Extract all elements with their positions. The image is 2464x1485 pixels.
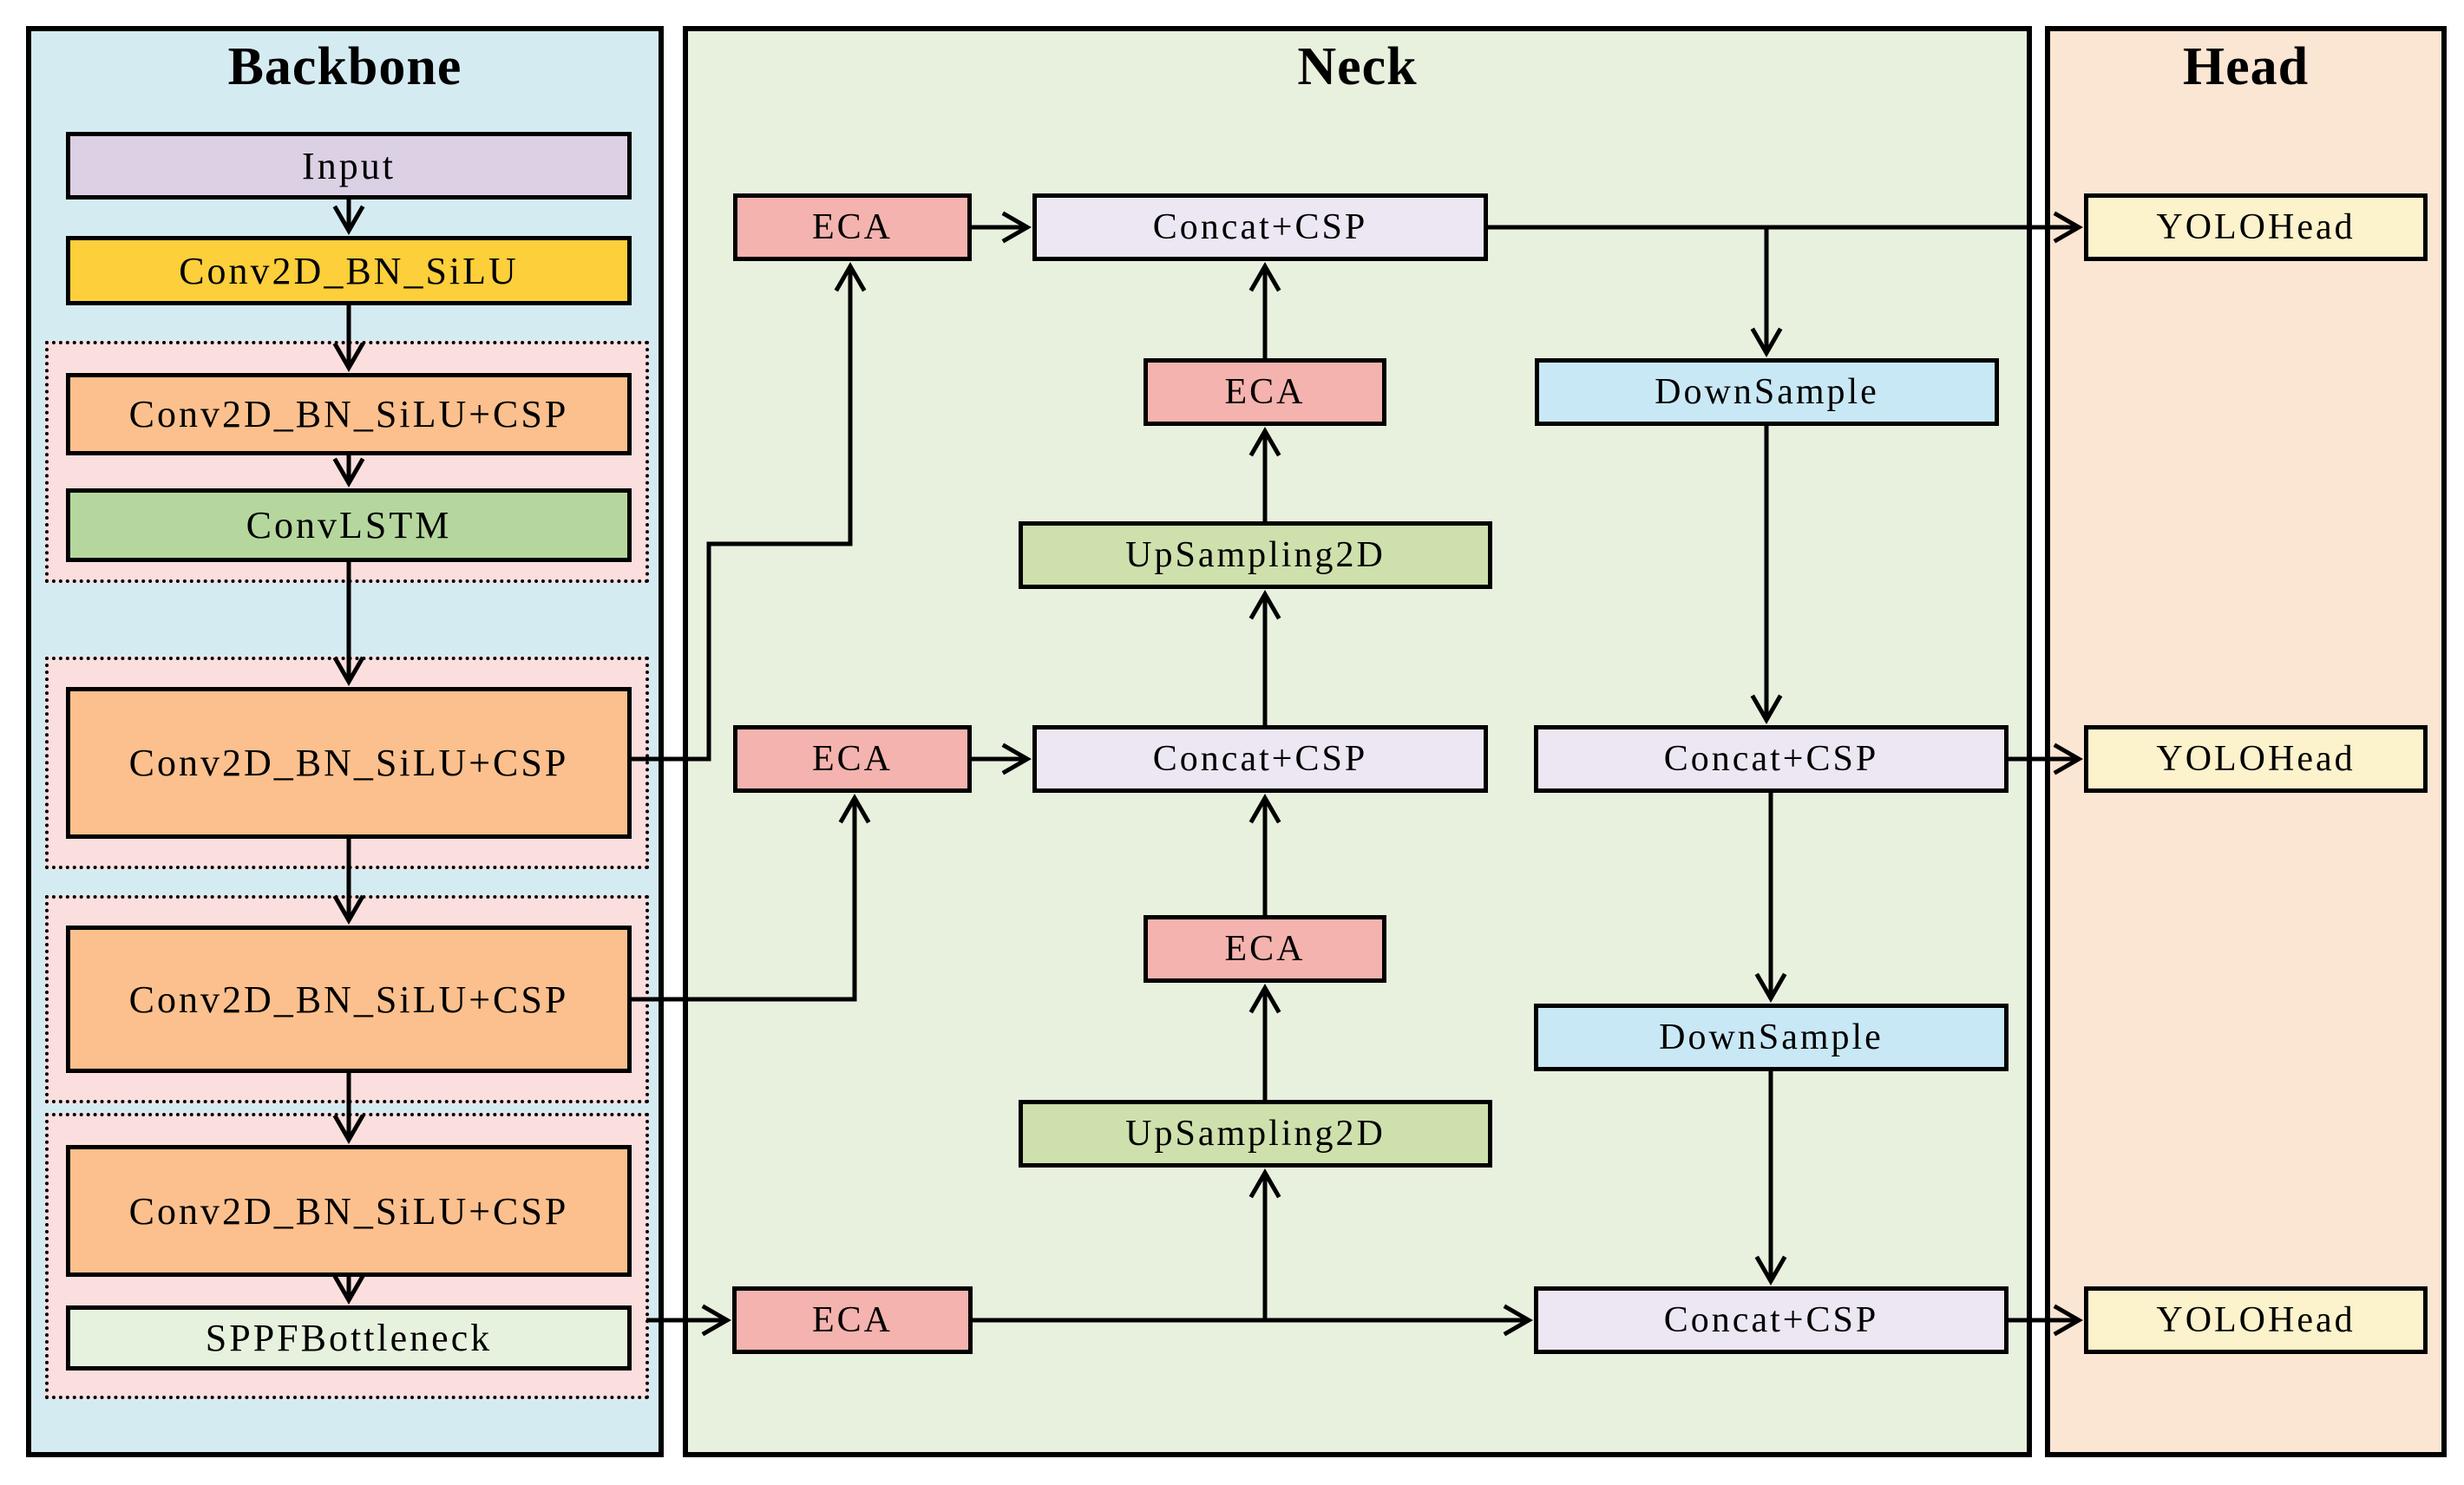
- box-csp-stage-3: Conv2D_BN_SiLU+CSP: [66, 926, 632, 1073]
- box-eca-middle: ECA: [733, 725, 972, 793]
- box-input: Input: [66, 132, 632, 200]
- box-convlstm: ConvLSTM: [66, 488, 632, 562]
- box-downsample-upper: DownSample: [1535, 358, 1999, 426]
- box-eca-mid-lower: ECA: [1144, 915, 1386, 983]
- box-csp-stage-1: Conv2D_BN_SiLU+CSP: [66, 373, 632, 455]
- box-yolohead-middle: YOLOHead: [2084, 725, 2428, 793]
- head-title: Head: [2182, 36, 2310, 96]
- box-csp-stage-2: Conv2D_BN_SiLU+CSP: [66, 687, 632, 839]
- box-concat-csp-middle: Concat+CSP: [1032, 725, 1488, 793]
- box-csp-stage-4: Conv2D_BN_SiLU+CSP: [66, 1145, 632, 1277]
- box-eca-bottom: ECA: [732, 1286, 973, 1354]
- box-upsampling-upper: UpSampling2D: [1019, 521, 1492, 589]
- box-upsampling-lower: UpSampling2D: [1019, 1100, 1492, 1168]
- box-conv2d-bn-silu: Conv2D_BN_SiLU: [66, 236, 632, 305]
- box-eca-top: ECA: [733, 193, 972, 261]
- box-concat-csp-bottom: Concat+CSP: [1534, 1286, 2009, 1354]
- box-concat-csp-right-middle: Concat+CSP: [1534, 725, 2009, 793]
- backbone-title: Backbone: [227, 36, 462, 96]
- box-downsample-lower: DownSample: [1534, 1004, 2009, 1071]
- box-sppf-bottleneck: SPPFBottleneck: [66, 1305, 632, 1371]
- box-yolohead-top: YOLOHead: [2084, 193, 2428, 261]
- box-concat-csp-top: Concat+CSP: [1032, 193, 1488, 261]
- box-eca-mid-upper: ECA: [1144, 358, 1386, 426]
- box-yolohead-bottom: YOLOHead: [2084, 1286, 2428, 1354]
- neck-title: Neck: [1297, 36, 1418, 96]
